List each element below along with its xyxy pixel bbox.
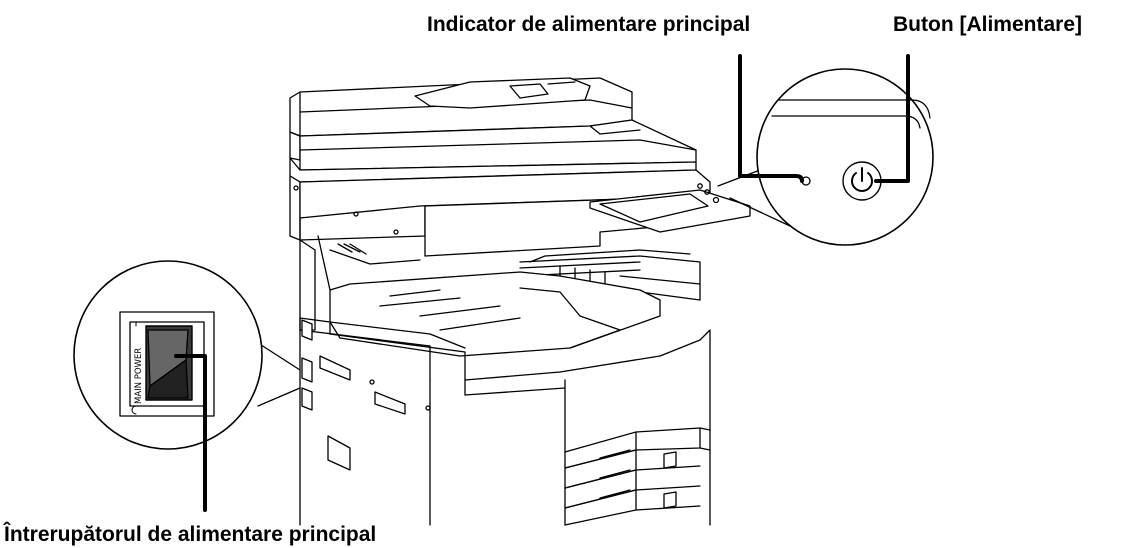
power-symbol-icon (852, 168, 872, 191)
copier-machine (290, 78, 750, 525)
main-power-rocker-switch (146, 326, 192, 400)
main-power-switch-zoom: MAIN POWER (74, 261, 300, 510)
main-power-indicator-label: Indicator de alimentare principal (427, 13, 751, 36)
switch-marking: MAIN POWER (134, 348, 144, 404)
power-button-label: Buton [Alimentare] (893, 13, 1082, 36)
main-power-switch-label: Întrerupătorul de alimentare principal (4, 523, 377, 546)
power-button-zoom (718, 56, 933, 245)
